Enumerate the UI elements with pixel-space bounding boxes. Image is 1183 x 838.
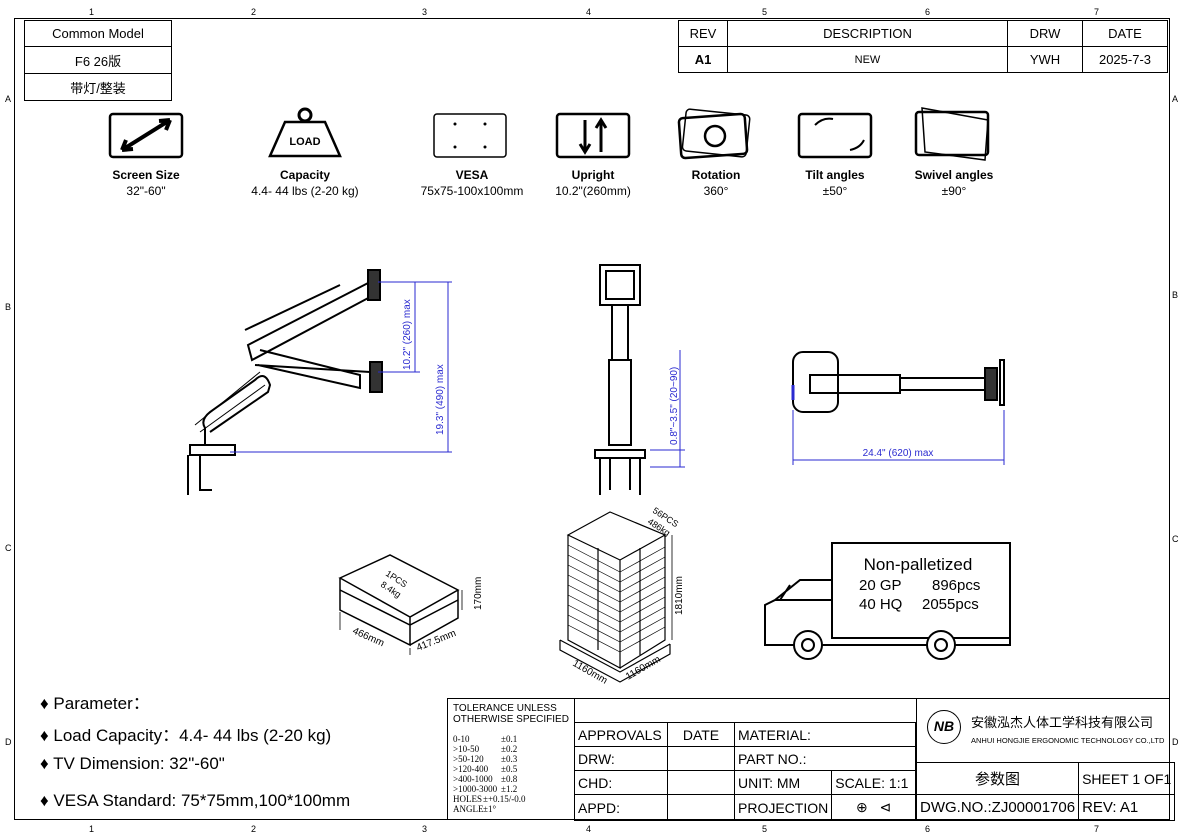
company-logo: NB: [927, 710, 961, 744]
spec-swivel: Swivel angles±90°: [914, 168, 994, 198]
front-dimensions: [650, 350, 685, 468]
tilt-icon: [797, 112, 873, 159]
spec-tilt: Tilt angles±50°: [805, 168, 865, 198]
zone-col: 2: [251, 824, 257, 834]
tolerance-list: 0-10±0.1 >10-50±0.2 >50-120±0.3 >120-400…: [453, 734, 526, 814]
single-width: 417.5mm: [415, 628, 458, 654]
zone-row: C: [5, 543, 12, 553]
parameter-load: ♦ Load Capacity：4.4- 44 lbs (2-20 kg): [40, 726, 332, 745]
sheet-number: SHEET 1 OF1: [1078, 762, 1176, 795]
drw-value: YWH: [1007, 46, 1083, 73]
parameter-tv: ♦ TV Dimension: 32"-60": [40, 754, 225, 773]
parameter-heading: ♦ Parameter：: [40, 694, 150, 713]
truck-title: Non-palletized: [864, 555, 973, 574]
rotation-icon: [677, 108, 751, 160]
load-weight-icon: LOAD: [268, 107, 342, 158]
dim-pole: 0.8"~3.5" (20~90): [669, 367, 680, 445]
dim-total-height: 19.3" (490) max: [435, 364, 446, 435]
zone-row: B: [5, 302, 12, 312]
rev-value: A1: [678, 46, 728, 73]
company-box: NB 安徽泓杰人体工学科技有限公司 ANHUI HONGJIE ERGONOMI…: [916, 698, 1170, 762]
pallet-length: 1160mm: [571, 658, 610, 687]
drawing-name: 参数图: [915, 762, 1080, 795]
zone-col: 6: [925, 7, 931, 17]
zone-row: B: [1172, 290, 1179, 300]
vesa-plate-icon: [433, 113, 507, 158]
zone-col: 5: [762, 7, 768, 17]
drawing-number: DWG.NO.:ZJ00001706: [915, 794, 1080, 821]
single-height: 170mm: [473, 577, 484, 610]
model-box: Common Model F6 26版 带灯/整装: [24, 20, 172, 101]
svg-text:LOAD: LOAD: [289, 136, 320, 148]
parameter-vesa: ♦ VESA Standard: 75*75mm,100*100mm: [40, 791, 351, 810]
upright-arrows-icon: [555, 112, 631, 159]
side-view: [187, 269, 383, 495]
zone-col: 6: [925, 824, 931, 834]
single-box: [338, 554, 463, 655]
drawings: 10.2" (260) max 19.3" (490) max 0.8"~3.5…: [187, 264, 1011, 687]
revision-table: REV DESCRIPTION DRW DATE A1 NEW YWH 2025…: [678, 20, 1168, 73]
zone-col: 4: [586, 824, 592, 834]
zone-col: 7: [1094, 824, 1100, 834]
rev-header: REV: [678, 20, 728, 47]
zone-col: 4: [586, 7, 592, 17]
projection-symbol-icon: ⊕ ⊲: [831, 794, 916, 821]
dim-upper-arm: 10.2" (260) max: [402, 299, 413, 370]
screen-size-icon: [108, 112, 184, 159]
container-40hq: 40 HQ: [859, 596, 902, 613]
zone-col: 2: [251, 7, 257, 17]
model-config: 带灯/整装: [24, 73, 172, 101]
company-name-en: ANHUI HONGJIE ERGONOMIC TECHNOLOGY CO.,L…: [971, 736, 1165, 745]
container-20gp-qty: 896pcs: [932, 577, 980, 594]
pallet-stack: [559, 511, 673, 683]
spec-icons: LOAD: [108, 107, 990, 161]
truck: [764, 542, 1011, 660]
revision-number: REV: A1: [1078, 794, 1176, 821]
single-length: 466mm: [351, 626, 386, 650]
zone-row: D: [1172, 737, 1179, 747]
zone-row: A: [5, 94, 12, 104]
description-value: NEW: [727, 46, 1008, 73]
tolerance-box: TOLERANCE UNLESS OTHERWISE SPECIFIED 0-1…: [448, 699, 575, 821]
pallet-height: 1810mm: [674, 576, 685, 615]
date-value: 2025-7-3: [1082, 46, 1168, 73]
company-name-cn: 安徽泓杰人体工学科技有限公司: [971, 716, 1154, 731]
zone-col: 3: [422, 7, 428, 17]
dim-reach: 24.4" (620) max: [863, 448, 934, 459]
date-header: DATE: [1082, 20, 1168, 47]
tolerance-title: TOLERANCE UNLESS OTHERWISE SPECIFIED: [453, 703, 569, 725]
container-20gp: 20 GP: [859, 577, 902, 594]
zone-row: A: [1172, 94, 1179, 104]
container-40hq-qty: 2055pcs: [922, 596, 979, 613]
top-dimensions: [792, 410, 1005, 465]
zone-col: 7: [1094, 7, 1100, 17]
zone-row: D: [5, 737, 12, 747]
top-view: [791, 351, 1005, 413]
common-model-label: Common Model: [24, 20, 172, 47]
zone-row: C: [1172, 534, 1179, 544]
zone-col: 3: [422, 824, 428, 834]
front-view: [594, 264, 646, 495]
swivel-icon: [914, 107, 990, 161]
zone-col: 1: [89, 7, 95, 17]
side-dimensions: [230, 281, 452, 453]
model-name: F6 26版: [24, 46, 172, 74]
zone-col: 5: [762, 824, 768, 834]
zone-col: 1: [89, 824, 95, 834]
